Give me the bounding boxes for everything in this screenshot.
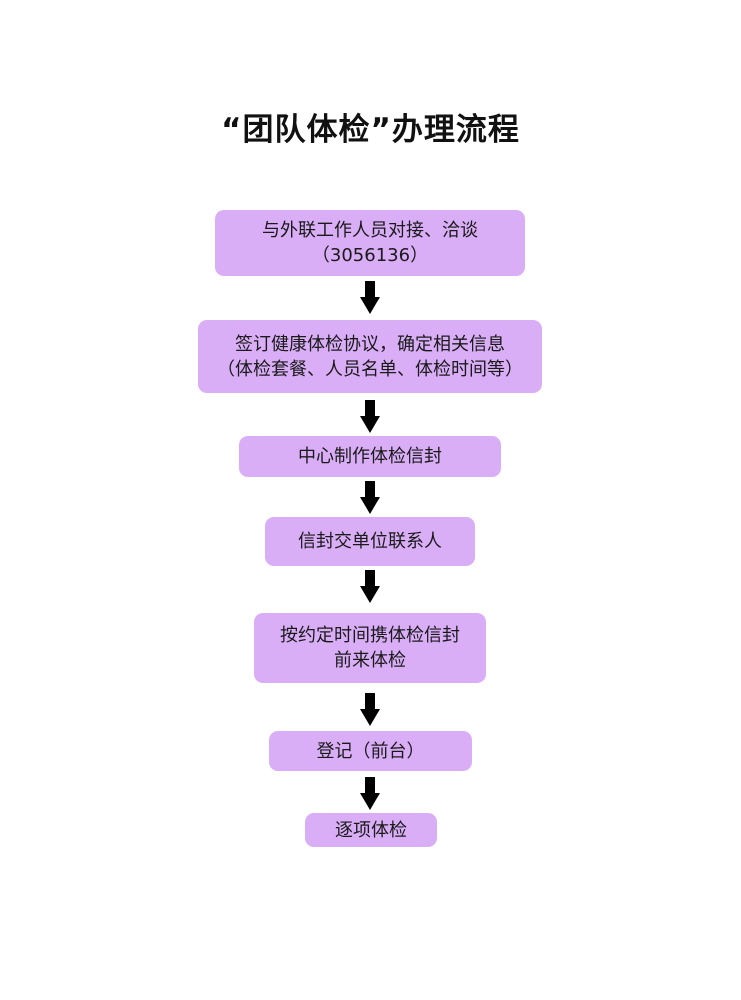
arrow-down-icon: [360, 400, 380, 433]
step-5-line-1: 按约定时间携体检信封: [280, 625, 460, 646]
arrow-down-icon: [360, 693, 380, 726]
page-title: “团队体检”办理流程: [221, 112, 520, 148]
arrow-down-icon: [360, 777, 380, 810]
step-1-line-1: 与外联工作人员对接、洽谈: [262, 220, 478, 241]
step-7-itemized-exam: 逐项体检: [305, 813, 437, 847]
step-4-line-1: 信封交单位联系人: [298, 531, 442, 552]
step-2-line-1: 签订健康体检协议，确定相关信息: [235, 333, 505, 355]
arrow-down-icon: [360, 481, 380, 514]
step-7-line-1: 逐项体检: [335, 819, 407, 841]
step-3-make-envelope: 中心制作体检信封: [239, 436, 501, 477]
step-2-sign-agreement: 签订健康体检协议，确定相关信息 （体检套餐、人员名单、体检时间等）: [198, 320, 542, 393]
step-5-line-2: 前来体检: [334, 650, 406, 671]
step-4-deliver-envelope: 信封交单位联系人: [265, 517, 475, 566]
step-1-contact-liaison: 与外联工作人员对接、洽谈 （3056136）: [215, 210, 525, 276]
step-3-line-1: 中心制作体检信封: [298, 446, 442, 467]
step-2-line-2: （体检套餐、人员名单、体检时间等）: [217, 358, 523, 380]
step-1-line-2: （3056136）: [311, 245, 429, 266]
step-6-line-1: 登记（前台）: [316, 740, 425, 762]
step-6-registration: 登记（前台）: [269, 731, 472, 771]
step-5-arrive-for-exam: 按约定时间携体检信封 前来体检: [254, 613, 486, 683]
arrow-down-icon: [360, 281, 380, 314]
arrow-down-icon: [360, 570, 380, 603]
